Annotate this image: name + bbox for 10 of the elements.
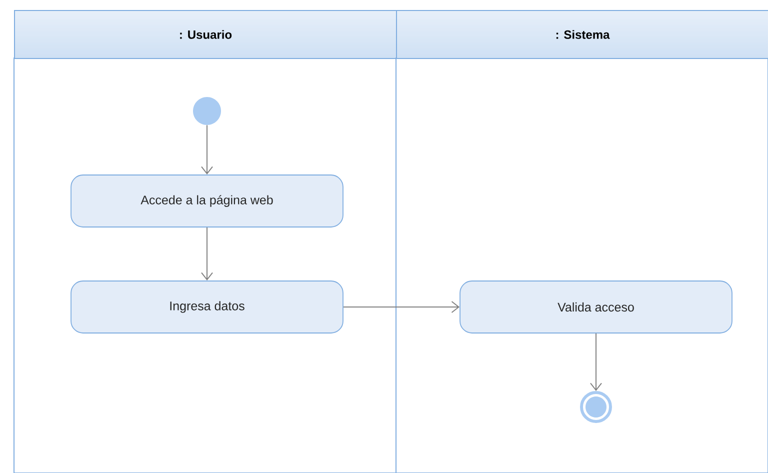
- action-box: Ingresa datos: [70, 280, 344, 334]
- arrow: [201, 124, 213, 175]
- action-box: Accede a la página web: [70, 174, 344, 228]
- node-label: : Usuario: [180, 30, 232, 39]
- arrow: [590, 332, 602, 391]
- initial-node: [193, 97, 221, 125]
- action-box: Valida acceso: [460, 280, 732, 334]
- node-label: : Sistema: [556, 30, 610, 39]
- arrow: [201, 226, 213, 281]
- arrow: [342, 301, 460, 313]
